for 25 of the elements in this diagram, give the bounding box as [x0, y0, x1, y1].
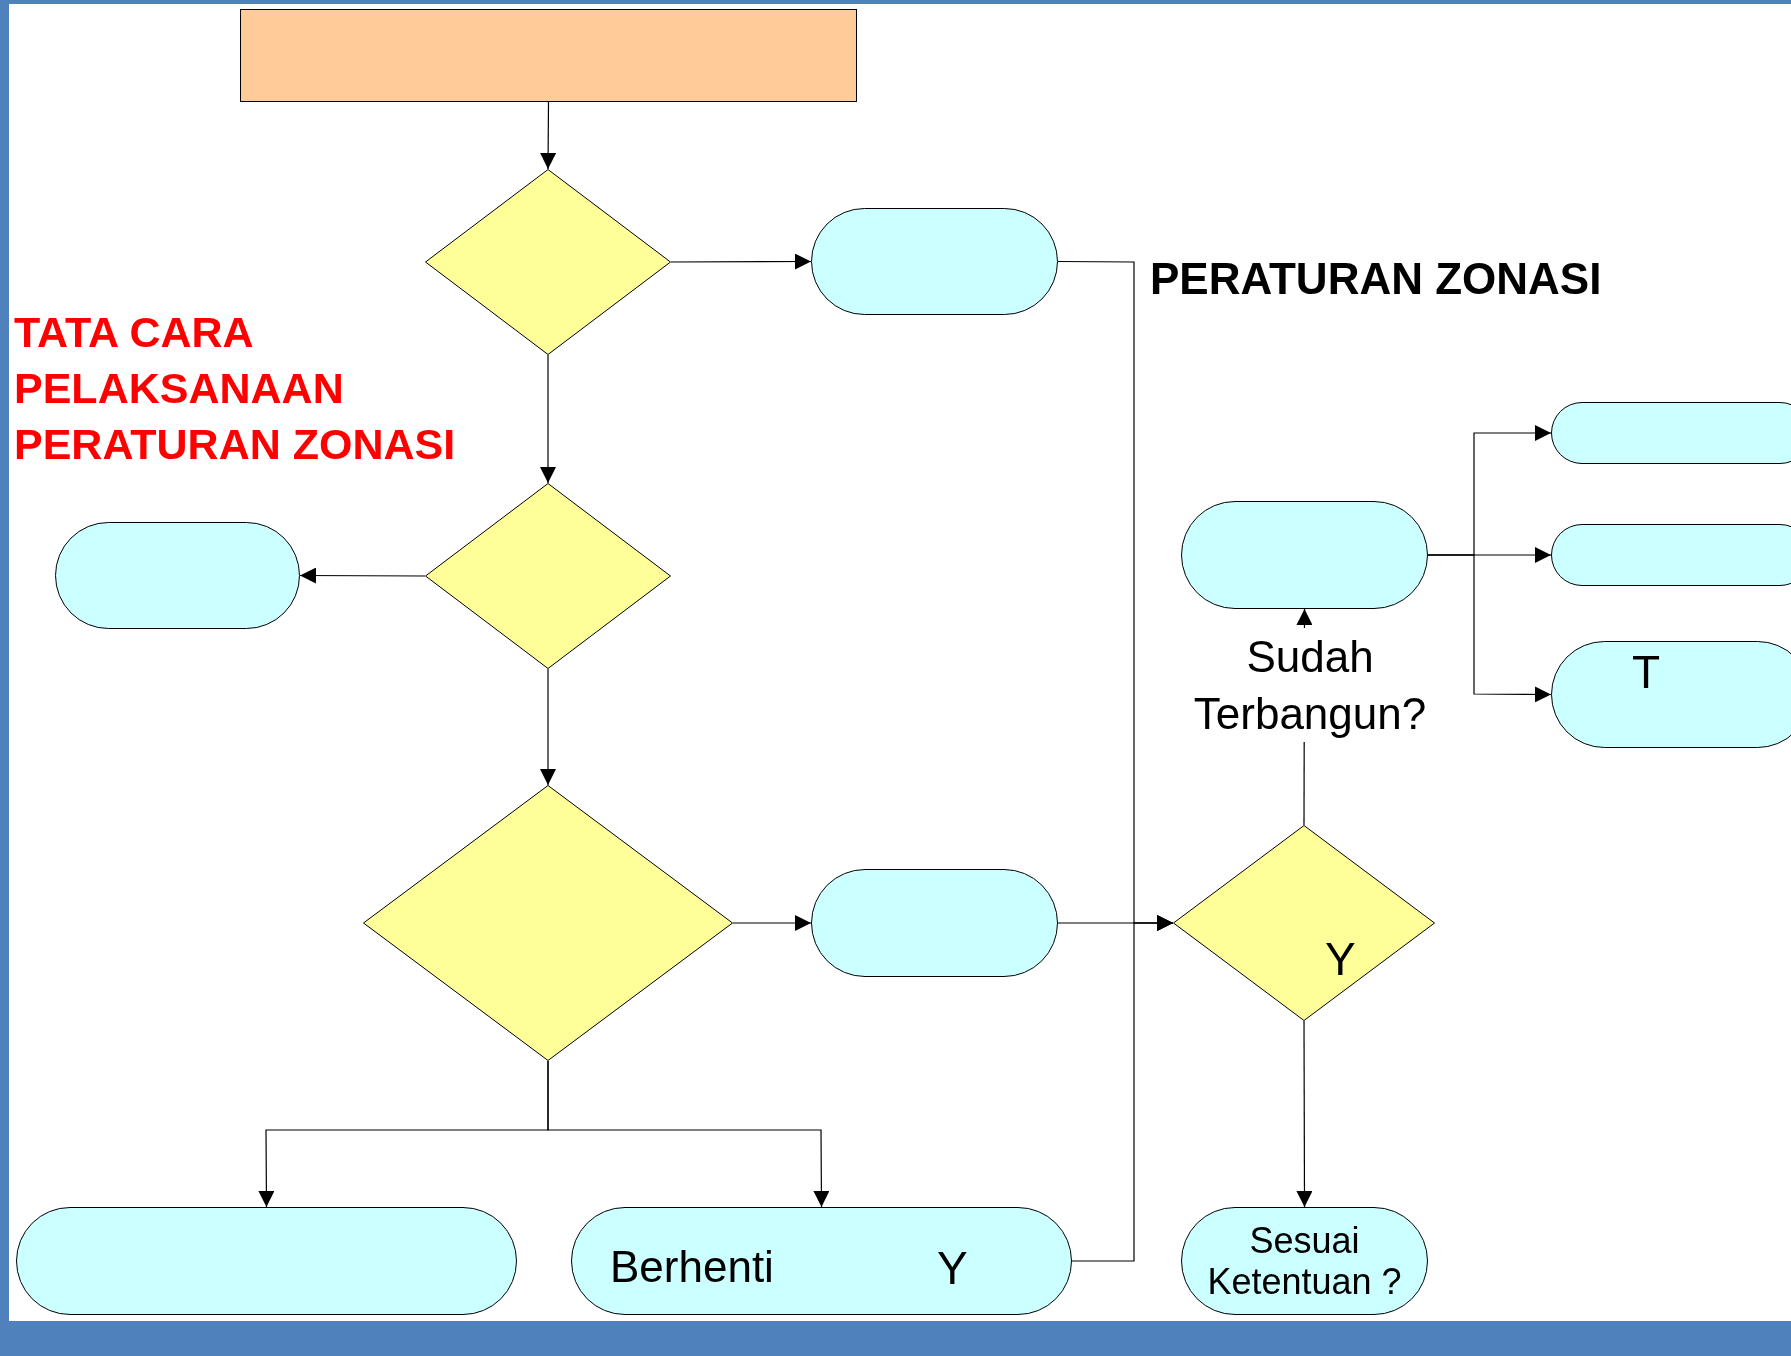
arrow	[1296, 1020, 1313, 1208]
terminal-box	[1551, 524, 1791, 586]
arrow	[547, 1060, 830, 1208]
arrow	[299, 567, 426, 584]
decision-diamond	[1173, 825, 1435, 1021]
node-text: Sesuai Ketentuan ?	[1206, 1219, 1403, 1303]
node-text: Y	[937, 1242, 968, 1295]
label-text: Berhenti	[610, 1241, 774, 1293]
decision-diamond	[425, 169, 671, 355]
terminal-box	[1551, 641, 1791, 748]
arrow	[540, 354, 556, 484]
title: TATA CARA PELAKSANAAN PERATURAN ZONASI	[14, 307, 457, 470]
node-text: T	[1632, 646, 1661, 699]
arrow	[540, 668, 556, 786]
arrow	[540, 101, 557, 170]
arrow	[1071, 915, 1174, 1262]
arrow	[670, 253, 812, 270]
heading: PERATURAN ZONASI	[1150, 253, 1602, 305]
terminal-box	[1551, 402, 1791, 464]
process-box	[240, 9, 857, 102]
arrow	[1427, 554, 1552, 703]
decision-diamond	[425, 483, 671, 669]
decision-diamond	[363, 785, 733, 1061]
node-text: Y	[1325, 933, 1356, 986]
arrow	[732, 915, 812, 931]
